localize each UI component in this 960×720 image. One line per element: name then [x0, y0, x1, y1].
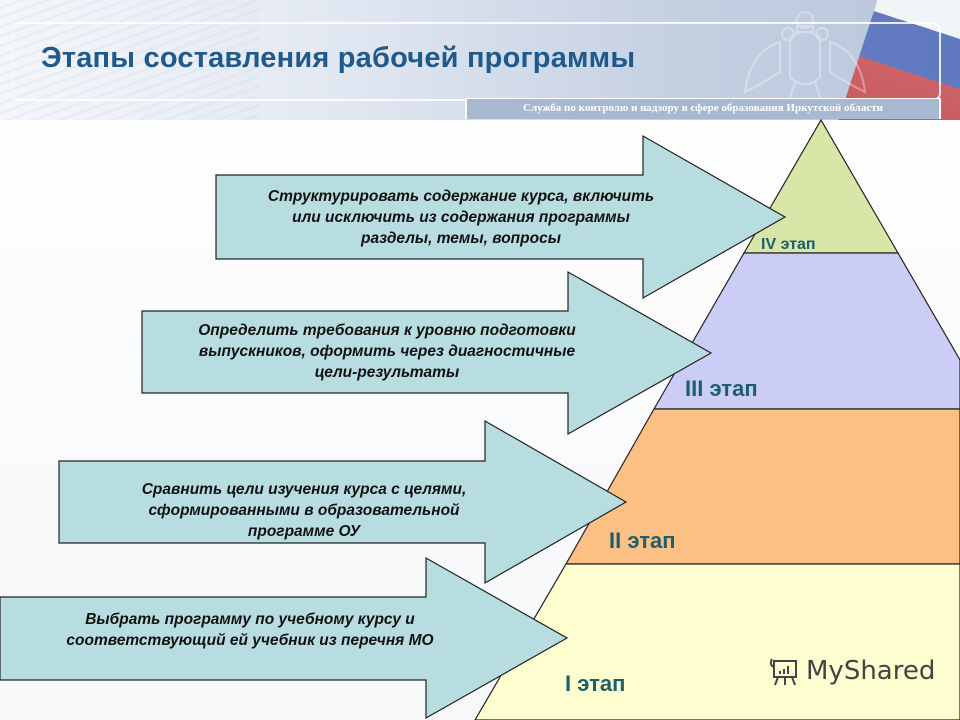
slide-subtitle: Служба по контролю и надзору в сфере обр… — [523, 102, 883, 114]
slide-title: Этапы составления рабочей программы — [41, 42, 636, 74]
subtitle-bar: Служба по контролю и надзору в сфере обр… — [465, 98, 941, 119]
watermark-text: MyShared — [806, 656, 936, 686]
arrow-step-4 — [215, 134, 787, 300]
arrow-step-2 — [58, 419, 628, 585]
stage-ii-label: II этап — [609, 528, 676, 553]
double-headed-eagle-emblem-icon — [743, 11, 867, 108]
myshared-watermark: MyShared — [768, 655, 935, 687]
arrow-step-1 — [0, 556, 569, 720]
arrow-step-4-text: Структурировать содержание курса, включи… — [267, 188, 655, 247]
presentation-board-icon — [769, 658, 797, 686]
pyramid-stage-iii — [652, 252, 960, 410]
arrow-step-3 — [141, 270, 713, 436]
stage-i-label: I этап — [565, 671, 626, 696]
arrow-step-2-text: Сравнить цели изучения курса с целями, с… — [141, 481, 467, 540]
slide-header: Этапы составления рабочей программы Служ… — [0, 0, 960, 120]
pyramid-stage-iv — [742, 118, 900, 254]
stage-iii-label: III этап — [685, 376, 758, 401]
arrow-step-1-text: Выбрать программу по учебному курсу и со… — [66, 611, 434, 649]
arrow-step-3-text: Определить требования к уровню подготовк… — [198, 322, 576, 381]
stage-iv-label: IV этап — [761, 236, 816, 253]
